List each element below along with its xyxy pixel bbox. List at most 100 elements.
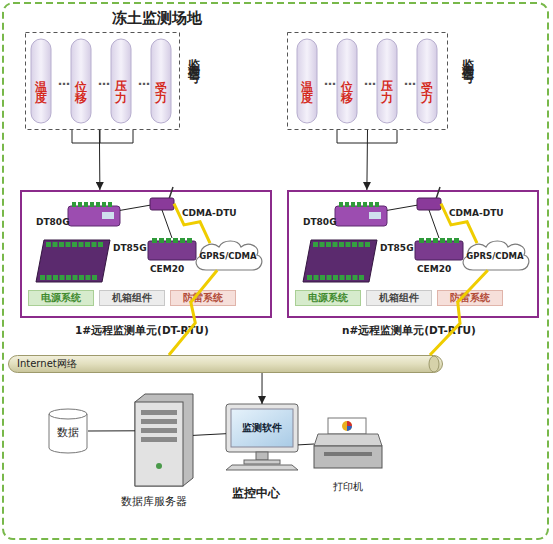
cem-part	[419, 238, 424, 243]
dev85-part	[66, 275, 71, 280]
capsule-part	[377, 39, 397, 123]
node-text: 电源系统	[28, 290, 94, 306]
cem-part	[173, 238, 178, 243]
dev85-part	[72, 242, 77, 247]
tab-part	[296, 291, 361, 306]
subsystem-tab: 电源系统	[28, 290, 94, 306]
dev80-part	[345, 202, 349, 207]
connector-line	[366, 130, 368, 190]
printer-part	[342, 421, 352, 431]
database-server-outline	[135, 394, 193, 486]
subsystem-tab: 机箱组件	[366, 290, 432, 306]
node-text: 受力	[416, 38, 438, 124]
sensor-capsule: 位移	[70, 38, 92, 124]
dev80-part	[363, 202, 367, 207]
connector-line	[262, 373, 263, 404]
dev85-part	[98, 242, 103, 247]
module-device: CEM20	[415, 238, 463, 260]
rtu-part	[288, 191, 538, 317]
capsule-part	[417, 39, 437, 123]
dev85-part	[314, 275, 319, 280]
dev85-part	[359, 275, 364, 280]
dev85-part	[333, 242, 338, 247]
server-part	[135, 394, 193, 486]
dev85-part	[339, 242, 344, 247]
cyl-part	[49, 409, 87, 453]
dev85-part	[320, 242, 325, 247]
cem-part	[148, 241, 196, 260]
node-text: CEM20	[150, 264, 184, 274]
network-cloud: GPRS/CDMA	[192, 238, 264, 272]
dev80-part	[335, 206, 387, 226]
ellipsis-mark: …	[324, 74, 336, 88]
node-text: 压力	[376, 38, 398, 124]
node-text: 压力	[110, 38, 132, 124]
capsule-part	[337, 39, 357, 123]
printer-part	[314, 434, 382, 446]
node-text: 监控中心	[232, 485, 280, 502]
logger-device-outline	[303, 240, 377, 282]
server-part	[141, 437, 177, 442]
dev80-part	[78, 202, 82, 207]
cem-part	[415, 241, 463, 260]
dev85-part	[60, 275, 65, 280]
cem-part	[187, 238, 192, 243]
dev80-part	[375, 202, 379, 207]
cem-part	[440, 238, 445, 243]
logger-device: DT85G	[36, 240, 110, 282]
tab-part	[367, 291, 432, 306]
server-part	[156, 463, 162, 469]
connector-line	[298, 444, 314, 446]
dev85-part	[320, 275, 325, 280]
logger-device-outline	[335, 202, 387, 226]
node-text: Internet网络	[17, 357, 77, 371]
capsule-part	[111, 39, 131, 123]
dev85-part	[92, 242, 97, 247]
cem-part	[152, 238, 157, 243]
connector-line	[193, 434, 226, 436]
pc-part	[244, 460, 280, 464]
node-text: CDMA-DTU	[182, 208, 237, 218]
group-part	[26, 33, 180, 130]
dev80-part	[108, 202, 112, 207]
server-part	[141, 419, 177, 424]
pc-part	[226, 404, 298, 452]
node-text: 温度	[30, 38, 52, 124]
printer-part	[324, 452, 372, 456]
dtu-part	[169, 187, 173, 199]
cem-part	[454, 238, 459, 243]
dev80-part	[72, 202, 76, 207]
dev80-part	[102, 212, 114, 219]
diagram-title: 冻土监测场地	[112, 9, 202, 28]
dev85-part	[359, 242, 364, 247]
monitor-computer-outline	[226, 404, 298, 470]
pc-part	[226, 465, 298, 470]
group-part	[288, 33, 448, 130]
node-text: DT85G	[380, 243, 414, 253]
dev80-part	[369, 212, 381, 219]
dev80-part	[90, 202, 94, 207]
module-device: CEM20	[148, 238, 196, 260]
node-text: 位移	[336, 38, 358, 124]
logger-device-outline	[36, 240, 110, 282]
node-text: CEM20	[417, 264, 451, 274]
signal-bus	[72, 130, 133, 143]
dev85-part	[365, 242, 370, 247]
server-part	[141, 410, 177, 415]
dev85-part	[303, 240, 377, 282]
node-text: 防雷系统	[437, 290, 503, 306]
subsystem-tab: 防雷系统	[170, 290, 236, 306]
ellipsis-mark: …	[364, 74, 376, 88]
tab-part	[438, 291, 503, 306]
node-text: n#远程监测单元(DT-RTU)	[342, 324, 476, 338]
ellipsis-mark: …	[138, 74, 150, 88]
printer-part	[328, 418, 366, 434]
signal-bus	[337, 130, 397, 143]
dev85-part	[46, 242, 51, 247]
dtu-device-outline	[150, 194, 174, 210]
dev85-part	[352, 242, 357, 247]
pc-part	[231, 409, 293, 447]
connector-line	[88, 430, 135, 431]
printer: 打印机	[314, 418, 382, 470]
